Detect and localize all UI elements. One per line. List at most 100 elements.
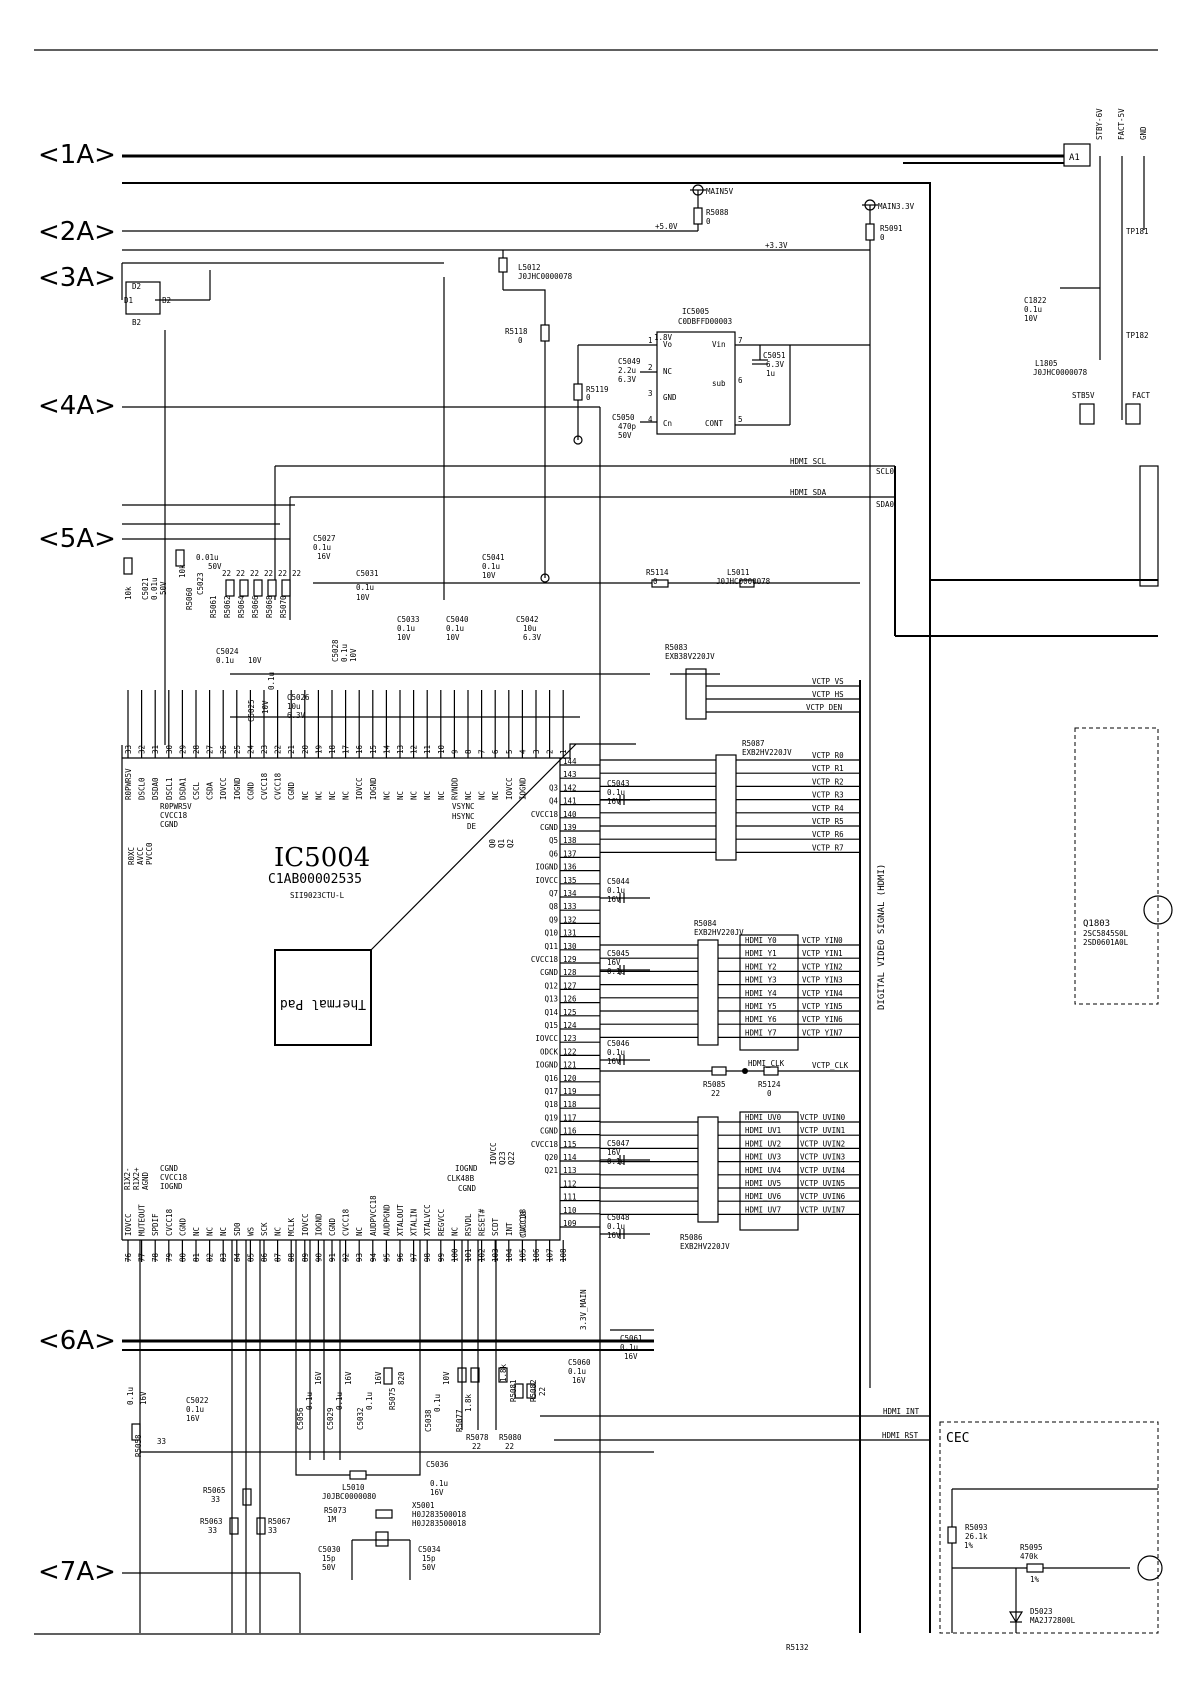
top-pin-number: 27 — [206, 745, 215, 754]
right-pin-number: 114 — [563, 1153, 577, 1162]
svg-text:FACT-5V: FACT-5V — [1117, 108, 1126, 140]
svg-text:C5027: C5027 — [313, 534, 336, 543]
svg-text:0.1u: 0.1u — [433, 1394, 442, 1412]
right-pin-number: 135 — [563, 876, 577, 885]
vctp-y-label: VCTP_YIN1 — [802, 949, 843, 958]
right-pin-name: Q21 — [544, 1166, 558, 1175]
svg-text:22: 22 — [264, 569, 273, 578]
svg-text:1: 1 — [648, 336, 653, 345]
svg-text:J0JHC0000078: J0JHC0000078 — [1033, 368, 1088, 377]
cap-label: 0.1u — [607, 1048, 625, 1057]
svg-text:C5049: C5049 — [618, 357, 641, 366]
row5-passives: 10k 10k R5060 C5023 R5061 R5062 R5064 R5… — [123, 534, 860, 722]
top-pin-number: 6 — [491, 749, 500, 754]
bottom-pin-number: 76 — [124, 1252, 133, 1262]
svg-text:R5070: R5070 — [279, 595, 288, 618]
svg-text:C5031: C5031 — [356, 569, 379, 578]
svg-text:0.1u: 0.1u — [365, 1392, 374, 1410]
hdmi-y-label: HDMI_Y1 — [745, 949, 777, 958]
hdmi-y-label: HDMI_Y6 — [745, 1015, 777, 1024]
top-pin-name: IOGND — [369, 777, 378, 800]
svg-text:0: 0 — [880, 233, 885, 242]
vctp-uv-label: VCTP_UVIN6 — [800, 1192, 846, 1201]
right-pin-number: 118 — [563, 1100, 577, 1109]
svg-text:CVCC18: CVCC18 — [160, 811, 188, 820]
svg-text:1M: 1M — [327, 1515, 337, 1524]
vctp-r-label: VCTP_R5 — [812, 817, 844, 826]
vctp-y-label: VCTP_YIN3 — [802, 976, 843, 985]
top-pin-number: 7 — [478, 749, 487, 754]
bottom-pin-number: 88 — [287, 1252, 296, 1262]
main33v-label: MAIN3.3V — [878, 202, 915, 211]
right-pin-name: Q10 — [544, 929, 558, 938]
vctp-y-label: VCTP_YIN5 — [802, 1002, 843, 1011]
svg-text:3: 3 — [648, 389, 653, 398]
digital-video-label: DIGITAL VIDEO SIGNAL (HDMI) — [877, 864, 887, 1010]
vctp-r-label: VCTP_R3 — [812, 791, 844, 800]
svg-text:0: 0 — [518, 336, 523, 345]
svg-text:0: 0 — [653, 577, 658, 586]
svg-text:HSYNC: HSYNC — [452, 812, 475, 821]
right-pin-number: 141 — [563, 797, 577, 806]
svg-text:1u: 1u — [766, 369, 775, 378]
top-pin-name: NC — [410, 791, 419, 800]
right-pin-number: 110 — [563, 1206, 577, 1215]
svg-text:15p: 15p — [422, 1554, 436, 1563]
bottom-pin-number: 102 — [478, 1248, 487, 1262]
svg-text:C5032: C5032 — [356, 1407, 365, 1430]
svg-text:0: 0 — [586, 393, 591, 402]
right-pin-name: CGND — [540, 1127, 559, 1136]
bottom-pin-number: 96 — [396, 1252, 405, 1262]
cap-label: 0.1u — [607, 886, 625, 895]
right-pin-name: CVCC18 — [531, 955, 559, 964]
bottom-pin-number: 108 — [559, 1248, 568, 1262]
right-pin-name: IOVCC — [535, 1034, 558, 1043]
top-pin-number: 15 — [369, 745, 378, 754]
main5v-label: MAIN5V — [706, 187, 734, 196]
bottom-pin-number: 97 — [410, 1253, 419, 1262]
svg-text:L5012: L5012 — [518, 263, 541, 272]
svg-text:H0J283500018: H0J283500018 — [412, 1519, 467, 1528]
svg-text:EXB2HV220JV: EXB2HV220JV — [680, 1242, 730, 1251]
vctp-y-label: VCTP_YIN4 — [802, 989, 843, 998]
right-pin-name: CGND — [540, 968, 559, 977]
right-pin-number: 127 — [563, 981, 577, 990]
svg-text:22: 22 — [236, 569, 245, 578]
svg-text:7: 7 — [738, 336, 743, 345]
right-pin-name: CVCC18 — [531, 1140, 559, 1149]
vctp-y-label: VCTP_YIN0 — [802, 936, 843, 945]
hdmi-y-label: HDMI_Y7 — [745, 1028, 777, 1037]
right-pin-name: Q6 — [549, 849, 559, 858]
svg-text:C5028: C5028 — [331, 639, 340, 662]
right-pin-name: IOGND — [535, 863, 558, 872]
right-pin-number: 137 — [563, 849, 577, 858]
svg-text:R5062: R5062 — [223, 595, 232, 618]
cap-label: 16V — [607, 797, 621, 806]
bottom-passives: 0.1u 16V R5058 33 C5022 0.1u 16V R5065 3… — [126, 1240, 654, 1633]
svg-text:B2: B2 — [132, 318, 141, 327]
top-pin-name: DSDA0 — [151, 777, 160, 800]
bottom-pin-name: NC — [355, 1227, 364, 1236]
hdmi-y-label: HDMI_Y2 — [745, 962, 777, 971]
svg-text:HDMI_CLK: HDMI_CLK — [748, 1059, 785, 1068]
cap-label: 16V — [607, 895, 621, 904]
right-pin-number: 129 — [563, 955, 577, 964]
svg-text:D5023: D5023 — [1030, 1607, 1053, 1616]
svg-text:MA2J72800L: MA2J72800L — [1030, 1616, 1076, 1625]
bottom-pin-number: 107 — [546, 1248, 555, 1262]
top-pin-number: 4 — [518, 749, 527, 754]
svg-text:16V: 16V — [317, 552, 331, 561]
connector-1a: <1A> — [38, 140, 116, 170]
svg-text:10V: 10V — [356, 593, 370, 602]
top-pin-name: NC — [314, 791, 323, 800]
svg-text:CLK48B: CLK48B — [447, 1174, 475, 1183]
svg-text:AVCC: AVCC — [136, 847, 145, 865]
bottom-pin-number: 85 — [246, 1253, 255, 1262]
top-pin-number: 3 — [532, 749, 541, 754]
svg-text:CGND: CGND — [160, 1164, 179, 1173]
bottom-pin-name: AUDPVCC18 — [369, 1195, 378, 1236]
ic5005-body — [656, 331, 736, 435]
svg-text:C5041: C5041 — [482, 553, 505, 562]
cap-label: C5048 — [607, 1213, 630, 1222]
svg-text:R5114: R5114 — [646, 568, 669, 577]
